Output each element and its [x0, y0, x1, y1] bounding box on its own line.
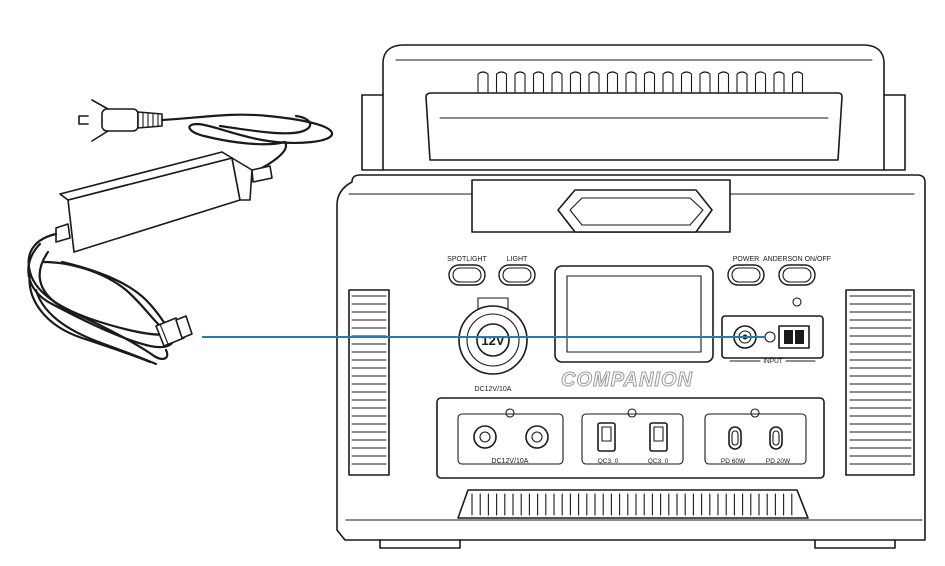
- anderson-label: ANDERSON ON/OFF: [763, 256, 831, 263]
- pd-right-label: PD 20W: [766, 458, 791, 465]
- grip-rib: [754, 71, 767, 93]
- grip-rib: [736, 71, 748, 93]
- handle-slot: [425, 92, 843, 161]
- handle-grip-ribs: [477, 71, 804, 93]
- dc-output-port-1[interactable]: [473, 425, 497, 449]
- bottom-grille-ribs: [471, 493, 793, 516]
- display-bezel: [554, 265, 714, 363]
- dc-outputs-label: DC12V/10A: [492, 458, 529, 465]
- power-label: POWER: [733, 256, 759, 263]
- pd-left-label: PD 60W: [721, 458, 746, 465]
- usb-c-port-2[interactable]: [769, 426, 783, 450]
- grip-rib: [477, 71, 489, 93]
- socket-12v-label: 12V: [481, 333, 504, 348]
- grip-rib: [514, 71, 526, 93]
- charger-assembly: [27, 99, 334, 366]
- spotlight-button[interactable]: [448, 264, 486, 286]
- grip-rib: [643, 71, 656, 93]
- usb-qc-group: [581, 413, 684, 465]
- dc-output-port-2[interactable]: [525, 425, 549, 449]
- grip-rib: [625, 71, 637, 93]
- power-button[interactable]: [727, 264, 765, 286]
- dc-barrel-connector-icon: [155, 315, 193, 347]
- grip-rib: [791, 71, 804, 93]
- qc-right-label: QC3. 0: [648, 458, 669, 465]
- brand-logo: COMPANION: [561, 369, 693, 391]
- grip-rib: [662, 71, 674, 93]
- grip-rib: [532, 71, 545, 93]
- outputs-panel: [436, 397, 825, 479]
- grip-rib: [773, 71, 785, 93]
- grip-rib: [680, 71, 693, 93]
- usb-c-group: [704, 413, 807, 465]
- grip-rib: [606, 71, 619, 93]
- spotlight-label: SPOTLIGHT: [447, 256, 487, 263]
- anderson-indicator: [792, 297, 802, 307]
- grip-rib: [495, 71, 508, 93]
- power-adapter-brick-icon: [55, 151, 273, 253]
- handle-hex-window: [557, 189, 713, 233]
- dc-socket-label: DC12V/10A: [475, 386, 512, 393]
- input-label: INPUT: [763, 358, 783, 365]
- usb-c-port-1[interactable]: [728, 426, 742, 450]
- grip-rib: [551, 71, 563, 93]
- grip-rib: [569, 71, 582, 93]
- socket-12v[interactable]: [476, 323, 510, 357]
- light-button[interactable]: [498, 264, 536, 286]
- right-vent-grille: [849, 295, 912, 465]
- au-mains-plug-icon: [78, 99, 163, 142]
- qc-left-label: QC3. 0: [598, 458, 619, 465]
- left-vent-grille: [351, 295, 387, 465]
- grip-rib: [588, 71, 600, 93]
- bottom-grille: [457, 489, 809, 519]
- anderson-input-port[interactable]: [778, 325, 810, 349]
- anderson-button[interactable]: [778, 264, 816, 286]
- grip-rib: [699, 71, 711, 93]
- grip-rib: [717, 71, 730, 93]
- light-label: LIGHT: [507, 256, 528, 263]
- dc-output-group: [457, 413, 564, 465]
- lcd-screen: [566, 275, 702, 353]
- power-station: SPOTLIGHT LIGHT POWER ANDERSON ON/OFF 12…: [336, 44, 926, 549]
